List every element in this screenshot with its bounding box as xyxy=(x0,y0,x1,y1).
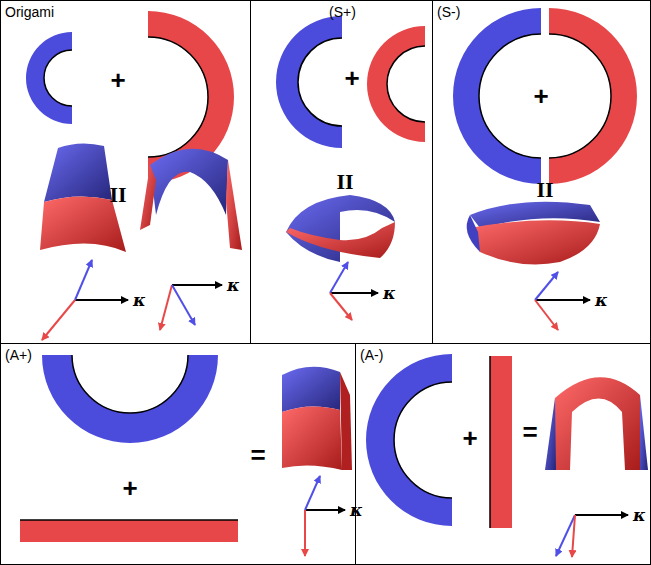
panel-box: (S-) xyxy=(432,0,651,344)
vector-label: κ xyxy=(133,292,146,309)
folded-shape xyxy=(40,143,648,470)
vector-label: κ xyxy=(227,277,240,294)
panel-box: (A-) xyxy=(355,343,651,565)
vector-label: κ xyxy=(350,502,363,519)
panel-box: (A+) xyxy=(0,343,356,565)
panel-box: Origami xyxy=(0,0,251,344)
operator-symbol: + xyxy=(533,83,548,109)
operator-symbol: II xyxy=(536,179,553,201)
vector-label: κ xyxy=(633,507,646,524)
operator-symbol: II xyxy=(336,171,353,193)
panel-title: (A+) xyxy=(5,347,32,363)
operator-symbol: + xyxy=(344,65,359,91)
operator-symbol: = xyxy=(522,419,537,445)
panel-title: Origami xyxy=(5,4,54,20)
vector-arrows xyxy=(42,260,628,557)
vector-label: κ xyxy=(595,292,608,309)
panel-title: (S+) xyxy=(329,4,356,20)
operator-symbol: = xyxy=(250,442,265,468)
operator-symbol: + xyxy=(122,475,137,501)
operator-symbol: II xyxy=(109,184,126,206)
operator-symbol: + xyxy=(110,67,125,93)
panel-title: (S-) xyxy=(437,4,460,20)
panel-title: (A-) xyxy=(360,347,383,363)
operator-symbol: + xyxy=(462,425,477,451)
vector-label: κ xyxy=(383,285,396,302)
